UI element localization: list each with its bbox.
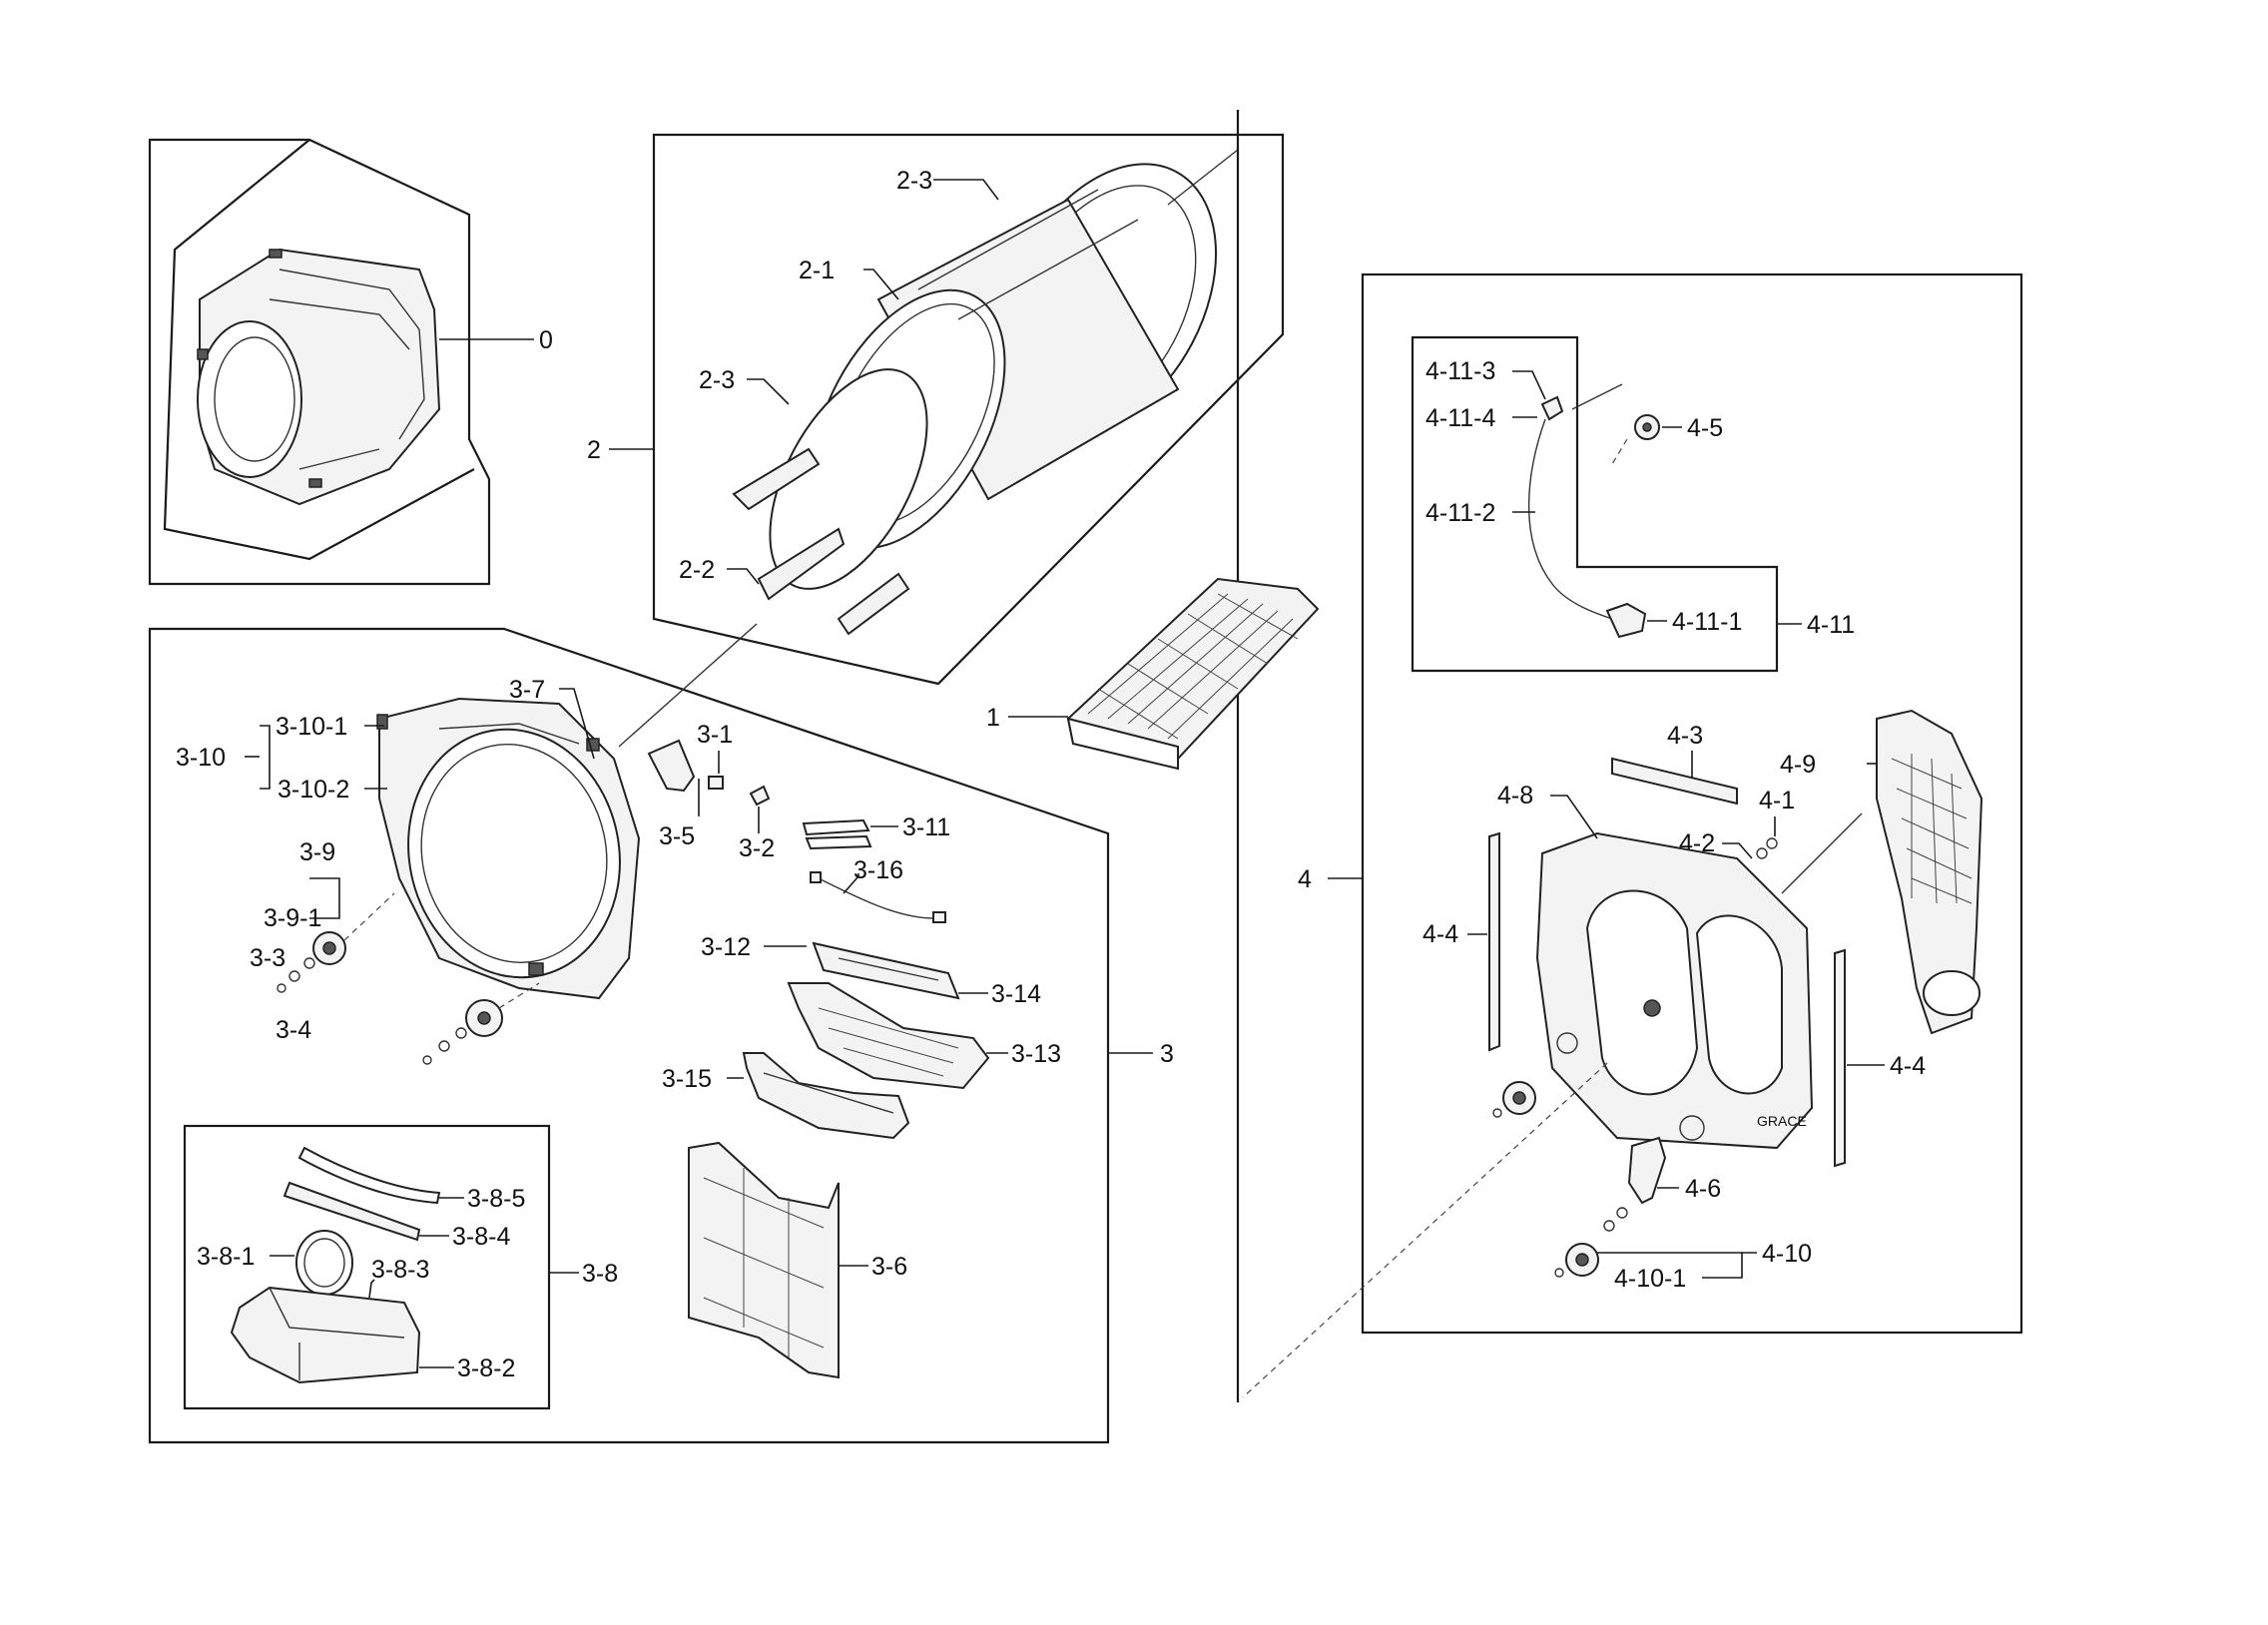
label-4-5: 4-5 — [1687, 414, 1723, 442]
label-2-3-bottom: 2-3 — [699, 366, 735, 394]
connection-line — [618, 623, 758, 748]
label-3-8-3: 3-8-3 — [371, 1256, 429, 1284]
label-4-3: 4-3 — [1667, 722, 1703, 750]
label-3-13: 3-13 — [1011, 1040, 1061, 1068]
label-3-1: 3-1 — [697, 721, 733, 749]
label-4-1: 4-1 — [1759, 787, 1795, 814]
group-4-11-frame — [1411, 335, 1779, 673]
group-4-frame — [1361, 272, 2023, 1335]
label-3-9: 3-9 — [299, 838, 335, 866]
front-panel-illustration — [376, 697, 641, 1000]
label-4-10: 4-10 — [1762, 1240, 1812, 1268]
label-3-8-5: 3-8-5 — [467, 1185, 525, 1213]
rear-panel-brand-mark: GRACE — [1757, 1113, 1807, 1129]
label-4-8: 4-8 — [1497, 782, 1533, 810]
label-3-10-1: 3-10-1 — [276, 713, 347, 741]
group-2-frame — [652, 133, 1285, 686]
label-3-14: 3-14 — [991, 980, 1041, 1008]
label-3-10: 3-10 — [176, 744, 226, 772]
rear-panel-illustration: GRACE — [1535, 831, 1814, 1150]
drum-assembly-illustration — [197, 248, 441, 506]
group-3-8-duct: 3-8 3-8-5 3-8-4 3-8-1 3-8-3 3-8-2 — [183, 1124, 618, 1410]
label-4-6: 4-6 — [1685, 1175, 1721, 1203]
label-3-12: 3-12 — [701, 933, 751, 961]
group-3-front-assembly: 3 3-10 3-10-1 3-10-2 3-7 3-9 3-9-1 3-3 3 — [148, 623, 1174, 1444]
label-1: 1 — [986, 704, 1000, 732]
label-3-3: 3-3 — [250, 944, 285, 972]
group-2-drum: 2 2-3 2-1 2-3 2-2 — [587, 133, 1285, 686]
label-0: 0 — [539, 326, 553, 354]
group-1-filter-housing: 1 — [986, 577, 1320, 771]
projection-line — [1242, 1062, 1608, 1398]
label-4-4-right: 4-4 — [1890, 1052, 1926, 1080]
group-4-rear-assembly: 4 4-11 4-11-3 4-11-4 4-11-2 4-11-1 4-5 4… — [1242, 272, 2023, 1398]
label-3-9-1: 3-9-1 — [264, 904, 321, 932]
label-3-4: 3-4 — [276, 1016, 311, 1044]
label-3-2: 3-2 — [739, 834, 775, 862]
label-4-10-1: 4-10-1 — [1614, 1265, 1686, 1293]
label-4-11-3: 4-11-3 — [1425, 357, 1495, 385]
label-3-8-1: 3-8-1 — [197, 1243, 255, 1271]
label-4-11-4: 4-11-4 — [1425, 404, 1496, 432]
label-2-2: 2-2 — [679, 556, 715, 584]
label-4-9: 4-9 — [1780, 751, 1816, 779]
label-4-11: 4-11 — [1807, 611, 1855, 639]
label-2-3-top: 2-3 — [896, 167, 932, 195]
label-3-10-2: 3-10-2 — [278, 776, 349, 804]
label-3-6: 3-6 — [871, 1253, 907, 1281]
label-3-5: 3-5 — [659, 822, 695, 850]
drum-illustration — [732, 149, 1239, 636]
label-3-11: 3-11 — [902, 813, 950, 841]
label-4: 4 — [1298, 865, 1312, 893]
label-4-11-1: 4-11-1 — [1672, 608, 1742, 636]
label-3-16: 3-16 — [853, 856, 903, 884]
label-3-15: 3-15 — [662, 1065, 712, 1093]
label-3-7: 3-7 — [509, 676, 545, 704]
group-3-8-frame — [183, 1124, 551, 1410]
label-2: 2 — [587, 436, 601, 464]
label-3-8: 3-8 — [582, 1260, 618, 1288]
group-0-drum-assembly: 0 — [148, 138, 553, 586]
label-2-1: 2-1 — [799, 257, 835, 284]
group-3-frame — [148, 627, 1110, 1444]
label-3-8-2: 3-8-2 — [457, 1354, 515, 1382]
label-3-8-4: 3-8-4 — [452, 1223, 510, 1251]
label-3: 3 — [1160, 1040, 1174, 1068]
label-4-11-2: 4-11-2 — [1425, 499, 1495, 527]
label-4-4-left: 4-4 — [1422, 920, 1458, 948]
